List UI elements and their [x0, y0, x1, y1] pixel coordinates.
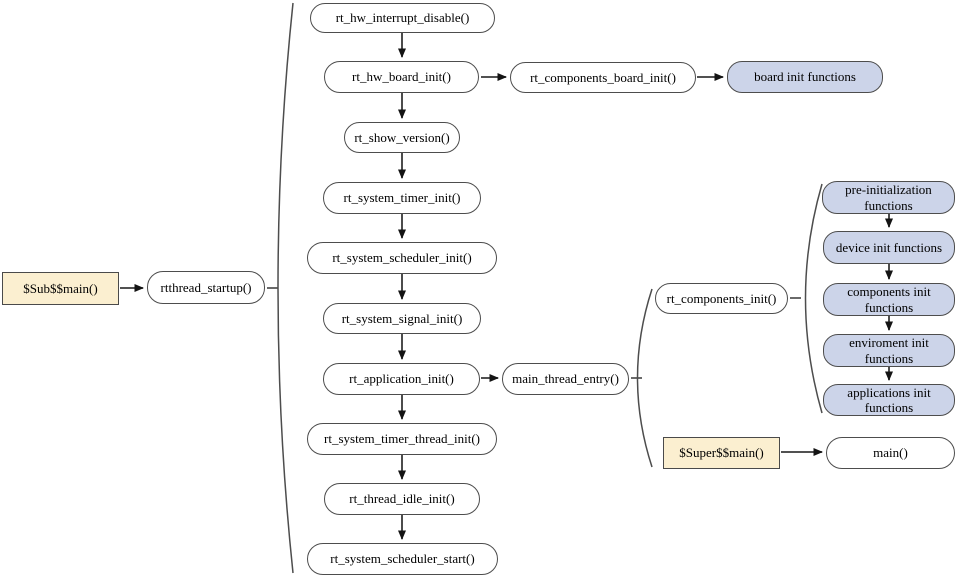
node-device-init-functions: device init functions	[823, 231, 955, 264]
node-rt-hw-board-init: rt_hw_board_init()	[324, 61, 479, 93]
node-rt-show-version: rt_show_version()	[344, 122, 460, 153]
node-main: main()	[826, 437, 955, 469]
node-components-init-functions: components init functions	[823, 283, 955, 316]
node-rt-system-scheduler-start: rt_system_scheduler_start()	[307, 543, 498, 575]
brace-components-group	[804, 183, 823, 414]
node-rt-components-board-init: rt_components_board_init()	[510, 62, 696, 93]
node-rt-system-timer-thread-init: rt_system_timer_thread_init()	[307, 423, 497, 455]
node-applications-init-functions: applications init functions	[823, 384, 955, 416]
node-board-init-functions: board init functions	[727, 61, 883, 93]
node-pre-initialization-functions: pre-initialization functions	[822, 181, 955, 214]
node-super-main: $Super$$main()	[663, 437, 780, 469]
brace-mainthread-group	[636, 288, 653, 468]
node-rt-thread-idle-init: rt_thread_idle_init()	[324, 483, 480, 515]
node-main-thread-entry: main_thread_entry()	[502, 363, 629, 395]
node-enviroment-init-functions: enviroment init functions	[823, 334, 955, 367]
node-rtthread-startup: rtthread_startup()	[147, 271, 265, 304]
node-rt-components-init: rt_components_init()	[655, 283, 788, 314]
node-rt-application-init: rt_application_init()	[323, 363, 480, 395]
node-rt-system-timer-init: rt_system_timer_init()	[323, 182, 481, 214]
brace-startup-group	[277, 2, 294, 574]
node-rt-system-signal-init: rt_system_signal_init()	[323, 303, 481, 334]
node-rt-system-scheduler-init: rt_system_scheduler_init()	[307, 242, 497, 274]
node-sub-main: $Sub$$main()	[2, 272, 119, 305]
node-rt-hw-interrupt-disable: rt_hw_interrupt_disable()	[310, 3, 495, 33]
